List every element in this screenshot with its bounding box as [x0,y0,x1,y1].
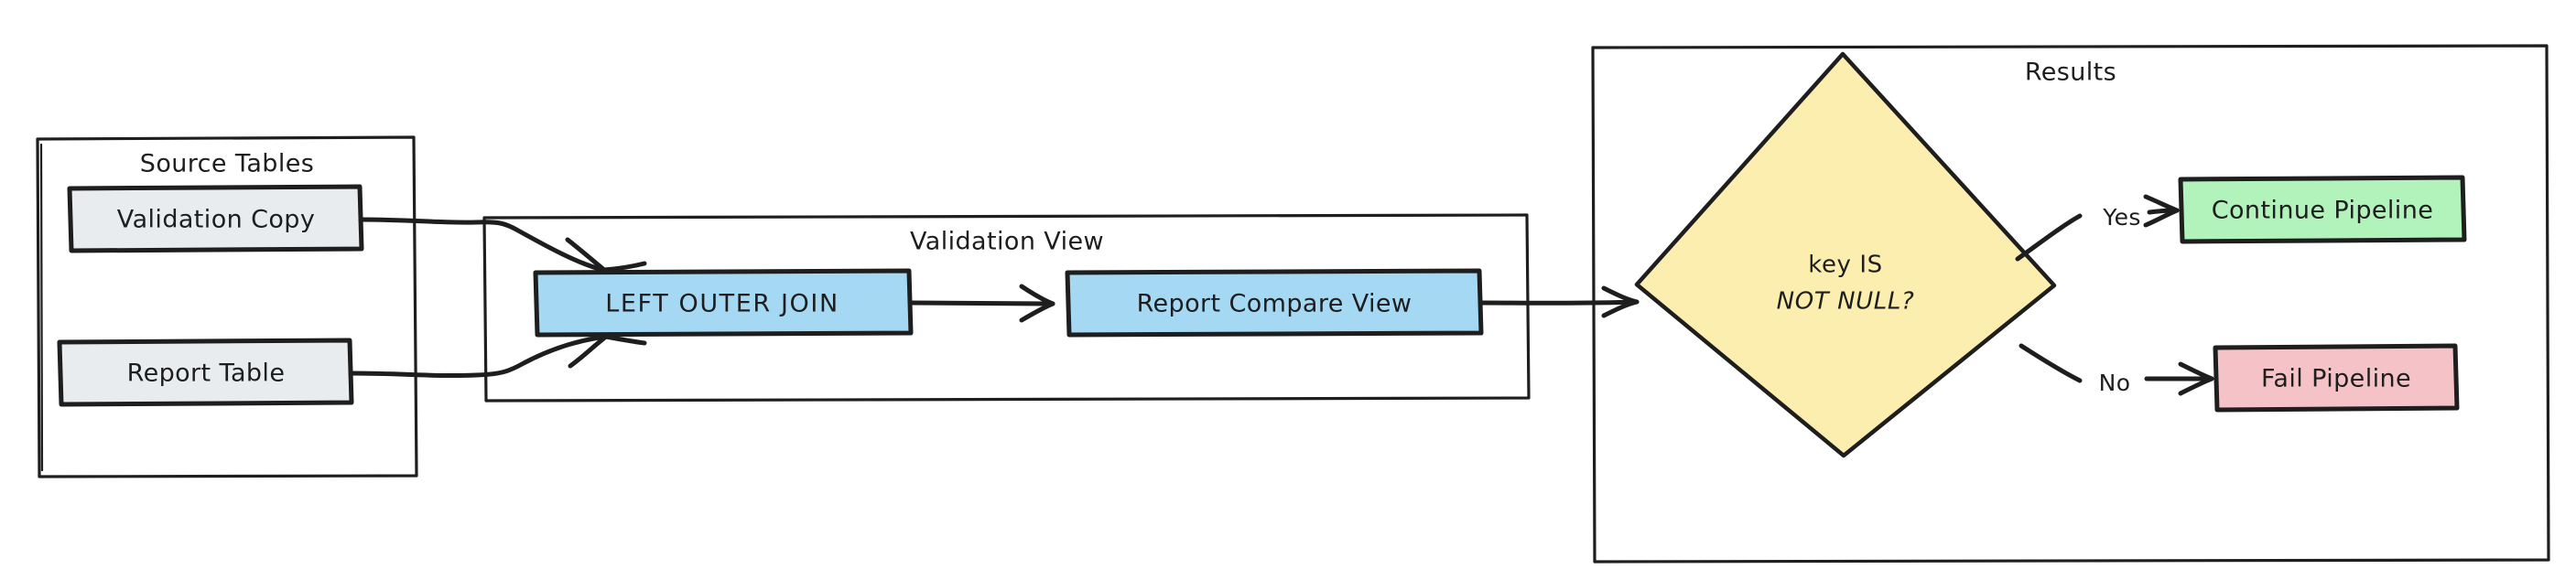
edge-e5-label-yes: Yes [2102,204,2141,231]
validation-copy-shape [67,184,364,253]
left-outer-join-shape [533,268,914,338]
edge-decision-no-to-fail: No [2019,343,2214,396]
edge-e1-arrow-lower [601,261,647,273]
edge-decision-yes-to-continue: Yes [2015,194,2180,262]
fail-pipeline-shape [2213,343,2460,413]
edge-e6-label-no: No [2099,370,2131,396]
edge-e4-arrow-lower [1601,299,1640,318]
report-compare-view-shape [1065,268,1484,338]
edge-e6-arrow-lower [2178,376,2214,396]
edge-validation-copy-to-join [358,217,647,273]
validation-view-border [482,213,1531,403]
node-left-outer-join[interactable]: LEFT OUTER JOIN [533,268,914,338]
node-fail-pipeline[interactable]: Fail Pipeline [2213,343,2460,413]
report-table-shape [57,338,354,407]
validation-view-title: Validation View [910,228,1104,256]
key-is-not-null-label-line2: NOT NULL? [1777,288,1915,316]
report-table-label: Report Table [127,360,286,388]
fail-pipeline-label: Fail Pipeline [2261,365,2411,393]
node-report-table[interactable]: Report Table [57,338,354,407]
node-validation-copy[interactable]: Validation Copy [67,184,364,253]
key-is-not-null-shape [1634,51,2057,458]
edge-join-to-compare-view [909,284,1055,323]
node-continue-pipeline[interactable]: Continue Pipeline [2178,175,2467,244]
results-title: Results [2025,59,2116,87]
edge-e1-line [358,217,602,272]
left-outer-join-label: LEFT OUTER JOIN [605,290,839,318]
report-compare-view-label: Report Compare View [1137,290,1412,318]
edge-compare-view-to-decision [1479,285,1640,318]
edge-report-table-to-join [348,334,647,379]
key-is-not-null-label-line1: key IS [1808,252,1883,279]
edge-e2-arrow-upper [603,334,647,346]
validation-copy-label: Validation Copy [117,206,315,234]
edge-e5-arrow-lower [2143,208,2180,228]
edge-e4-line [1479,299,1638,306]
edge-e5-line [2015,213,2083,262]
edge-e2-arrow-lower [568,334,609,369]
edge-e1-arrow-upper [565,237,607,273]
source-tables-border-accent [39,143,44,472]
continue-pipeline-label: Continue Pipeline [2212,197,2433,225]
edge-e6-line [2019,343,2083,383]
continue-pipeline-shape [2178,175,2467,244]
edge-e3-line [909,300,1054,306]
source-tables-title: Source Tables [140,150,314,178]
node-report-compare-view[interactable]: Report Compare View [1065,268,1484,338]
edge-e3-arrow-lower [1019,301,1055,323]
group-validation-view: Validation View [482,213,1531,403]
node-key-is-not-null[interactable]: key IS NOT NULL? [1634,51,2057,458]
edge-e2-line [348,334,607,379]
